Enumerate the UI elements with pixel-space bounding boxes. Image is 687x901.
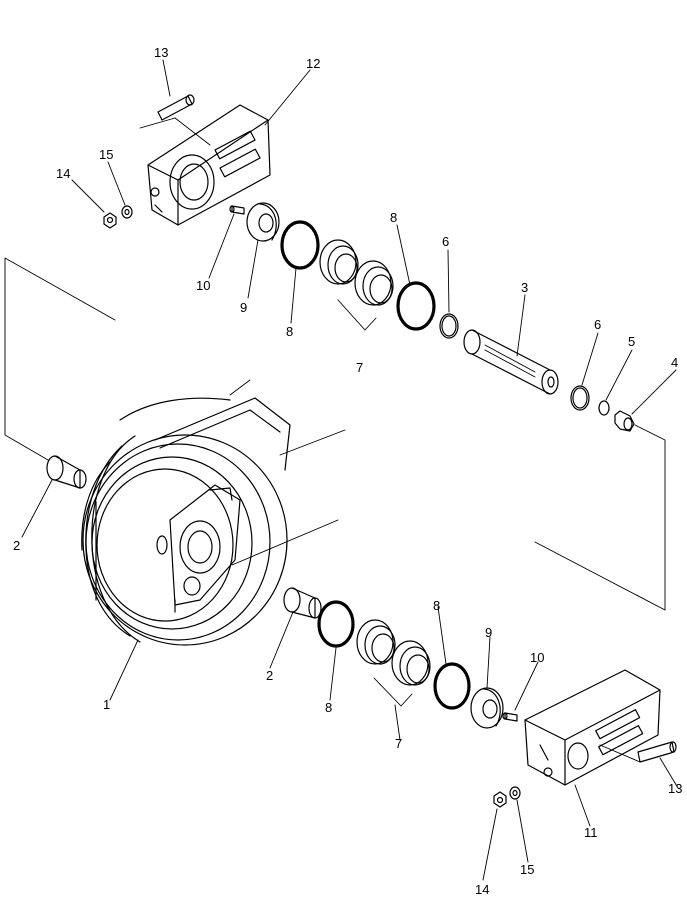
- callout-9-lower: 9: [485, 625, 492, 640]
- snap-ring: [598, 400, 610, 416]
- callout-7-lower: 7: [395, 736, 402, 751]
- callout-3: 3: [521, 280, 528, 295]
- callout-labels: 13 12 15 14 10 9 8 7 8 6 3 6 5 4 2 2 1 8…: [13, 45, 682, 897]
- callout-5: 5: [628, 334, 635, 349]
- callout-1: 1: [103, 697, 110, 712]
- idler-wheel: [81, 397, 291, 646]
- small-o-ring-upper: [439, 313, 459, 339]
- callout-8-lower-left: 8: [325, 700, 332, 715]
- callout-13-lower: 13: [668, 781, 682, 796]
- callout-13-upper: 13: [154, 45, 168, 60]
- bushing-right: [283, 587, 322, 619]
- callout-12: 12: [306, 56, 320, 71]
- floating-seal-upper-b: [354, 260, 394, 306]
- bracket-lower: [524, 669, 661, 786]
- callout-9-upper: 9: [240, 300, 247, 315]
- plug: [614, 410, 635, 432]
- assembly-guide-lines: [4, 117, 666, 763]
- floating-seal-upper-a: [319, 239, 359, 285]
- pin-upper: [157, 94, 195, 121]
- leader-lines: [21, 59, 679, 881]
- callout-8-lower-right: 8: [433, 598, 440, 613]
- callout-4: 4: [671, 355, 678, 370]
- callout-14-lower: 14: [475, 882, 489, 897]
- callout-2-right: 2: [266, 668, 273, 683]
- floating-seal-lower-b: [391, 640, 431, 686]
- small-o-ring-right: [570, 385, 590, 411]
- o-ring-lower-left: [317, 600, 355, 648]
- o-ring-lower-right: [433, 662, 471, 710]
- thrust-washer-lower: [470, 687, 504, 729]
- callout-15-upper: 15: [99, 147, 113, 162]
- washer-lower: [509, 786, 521, 800]
- o-ring-upper-right: [396, 281, 436, 331]
- callout-11: 11: [584, 825, 598, 840]
- seal-brackets: [337, 299, 413, 707]
- callout-10-upper: 10: [196, 278, 210, 293]
- bushing-left: [46, 455, 87, 489]
- washer-upper: [121, 205, 133, 219]
- callout-10-lower: 10: [530, 650, 544, 665]
- callout-14-upper: 14: [56, 166, 70, 181]
- dowel-upper: [229, 205, 245, 215]
- callout-6-upper: 6: [442, 234, 449, 249]
- thrust-washer-upper: [246, 202, 280, 242]
- nut-upper: [103, 212, 117, 229]
- dowel-lower: [502, 712, 518, 722]
- floating-seal-lower-a: [356, 619, 396, 665]
- pin-lower: [637, 741, 677, 763]
- callout-2-left: 2: [13, 538, 20, 553]
- callout-15-lower: 15: [520, 862, 534, 877]
- nut-lower: [493, 791, 507, 808]
- shaft: [463, 329, 559, 395]
- callout-7-upper: 7: [356, 360, 363, 375]
- callout-8-upper-right: 8: [390, 210, 397, 225]
- callout-6-right: 6: [594, 317, 601, 332]
- o-ring-upper-left: [280, 220, 320, 270]
- bracket-upper: [147, 104, 271, 226]
- callout-8-upper-left: 8: [286, 324, 293, 339]
